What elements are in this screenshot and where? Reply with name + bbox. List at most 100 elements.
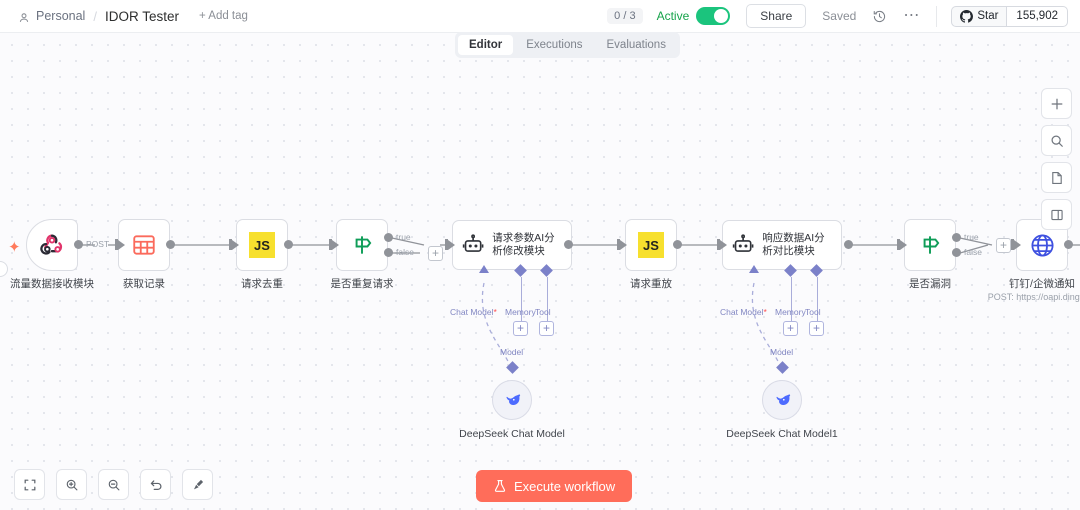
node-label-ai-agent-request: 请求参数AI分析修改模块 [492, 232, 555, 257]
sub-stem-tool-2 [816, 277, 818, 321]
top-bar-actions: 0 / 3 Active Share Saved ⋯ Star [607, 0, 1080, 33]
edge-label-false-2: false [964, 247, 982, 257]
github-star-label: Star [977, 10, 999, 22]
flask-icon [494, 480, 506, 492]
add-node-false-1-button[interactable]: + [428, 246, 443, 261]
tab-editor[interactable]: Editor [458, 35, 514, 55]
port-http-notify-out[interactable] [1064, 240, 1073, 249]
person-icon [18, 11, 30, 23]
switch-signpost-icon [923, 236, 940, 254]
node-deepseek-chat-model1[interactable] [762, 380, 802, 420]
add-memory-2-button[interactable]: + [783, 321, 798, 336]
node-label-if-duplicate: 是否重复请求 [330, 278, 394, 290]
active-toggle[interactable] [696, 7, 731, 25]
add-node-false-2-button[interactable]: + [996, 238, 1011, 253]
arrow-bar-airtable [115, 239, 118, 250]
toggle-panel-button[interactable] [1041, 199, 1072, 230]
arrow-bar-agent1 [445, 239, 448, 250]
trigger-bolt-icon: ✦ [8, 239, 21, 256]
node-code-replay[interactable]: JS 请求重放 [625, 219, 677, 290]
github-star-button[interactable]: Star [951, 5, 1007, 27]
workflow-canvas[interactable]: 流量数据接收模块 ✦ POST 获取记录 JS 请求去重 [0, 33, 1080, 510]
model-label-deepseek-chat-model1: DeepSeek Chat Model1 [726, 428, 838, 440]
zoom-in-button[interactable] [56, 469, 87, 500]
zoom-in-icon [66, 479, 77, 490]
sub-label-chat-model-2: Chat Model* [720, 307, 767, 317]
arrow-bar-code1 [229, 239, 232, 250]
github-star-group[interactable]: Star 155,902 [951, 5, 1068, 27]
arrow-bar-http [1011, 239, 1014, 250]
node-ai-agent-request[interactable]: 请求参数AI分析修改模块 [452, 220, 572, 270]
sub-label-memory-2: Memory [775, 307, 806, 317]
execution-counter: 0 / 3 [607, 8, 643, 24]
add-tool-1-button[interactable]: + [539, 321, 554, 336]
note-icon [1051, 171, 1062, 184]
add-tool-2-button[interactable]: + [809, 321, 824, 336]
node-label-code-dedupe: 请求去重 [241, 278, 283, 290]
airtable-grid-icon [133, 235, 155, 255]
more-options-icon[interactable]: ⋯ [903, 7, 921, 24]
model-2-connector-label: Model [770, 347, 794, 357]
history-icon[interactable] [872, 9, 887, 24]
arrow-in-code1 [232, 240, 239, 250]
workflow-name[interactable]: IDOR Tester [104, 8, 179, 24]
tab-executions[interactable]: Executions [526, 39, 583, 51]
magic-wand-icon [193, 479, 203, 489]
port-if-duplicate-false[interactable] [384, 248, 393, 257]
add-sticky-note-button[interactable] [1041, 162, 1072, 193]
toolbar-divider [936, 5, 938, 27]
node-label-webhook: 流量数据接收模块 [10, 278, 94, 290]
node-if-vulnerability[interactable]: 是否漏洞 [904, 219, 956, 290]
editor-tabs: Editor Executions Evaluations [455, 32, 680, 58]
port-code-replay-out[interactable] [673, 240, 682, 249]
deepseek-whale-icon [776, 394, 791, 406]
breadcrumb-workspace[interactable]: Personal [36, 9, 86, 23]
globe-http-icon [1030, 233, 1054, 257]
node-ai-agent-response[interactable]: 响应数据AI分析对比模块 [722, 220, 842, 270]
add-node-button[interactable] [1041, 88, 1072, 119]
zoom-out-button[interactable] [98, 469, 129, 500]
edge-label-true-2: true [964, 232, 979, 242]
arrow-bar-agent2 [717, 239, 720, 250]
port-if-vulnerability-true[interactable] [952, 233, 961, 242]
port-if-duplicate-true[interactable] [384, 233, 393, 242]
model-1-connector-diamond [506, 361, 519, 374]
node-get-records[interactable]: 获取记录 [118, 219, 170, 290]
add-memory-1-button[interactable]: + [513, 321, 528, 336]
sub-stem-tool-1 [546, 277, 548, 321]
model-label-deepseek-chat-model: DeepSeek Chat Model [459, 428, 565, 440]
fit-view-button[interactable] [14, 469, 45, 500]
reset-zoom-button[interactable] [140, 469, 171, 500]
node-code-dedupe[interactable]: JS 请求去重 [236, 219, 288, 290]
left-panel-handle[interactable] [0, 261, 8, 277]
sub-connector-chat-model-2-arrow [749, 265, 759, 273]
share-button[interactable]: Share [746, 4, 807, 28]
arrow-in-agent1 [448, 240, 455, 250]
arrow-in-airtable [118, 240, 125, 250]
webhook-icon [40, 234, 63, 255]
arrow-bar-code2 [617, 239, 620, 250]
node-deepseek-chat-model[interactable] [492, 380, 532, 420]
toggle-knob [714, 9, 729, 23]
search-nodes-button[interactable] [1041, 125, 1072, 156]
port-ai-agent-request-out[interactable] [564, 240, 573, 249]
model-2-connector-diamond [776, 361, 789, 374]
undo-icon [150, 479, 161, 490]
node-if-duplicate[interactable]: 是否重复请求 [331, 219, 394, 290]
port-webhook-out[interactable] [74, 240, 83, 249]
tidy-up-button[interactable] [182, 469, 213, 500]
fit-view-icon [24, 479, 35, 490]
arrow-in-agent2 [720, 240, 727, 250]
sub-label-memory-1: Memory [505, 307, 536, 317]
model-1-connector-label: Model [500, 347, 524, 357]
port-get-records-out[interactable] [166, 240, 175, 249]
port-if-vulnerability-false[interactable] [952, 248, 961, 257]
node-label-http-notify: 钉钉/企微通知 [1009, 278, 1075, 290]
add-tag-button[interactable]: + Add tag [199, 10, 248, 22]
port-code-dedupe-out[interactable] [284, 240, 293, 249]
execute-workflow-button[interactable]: Execute workflow [476, 470, 633, 502]
port-ai-agent-response-out[interactable] [844, 240, 853, 249]
tab-evaluations[interactable]: Evaluations [606, 39, 666, 51]
node-webhook[interactable]: 流量数据接收模块 [10, 219, 94, 290]
